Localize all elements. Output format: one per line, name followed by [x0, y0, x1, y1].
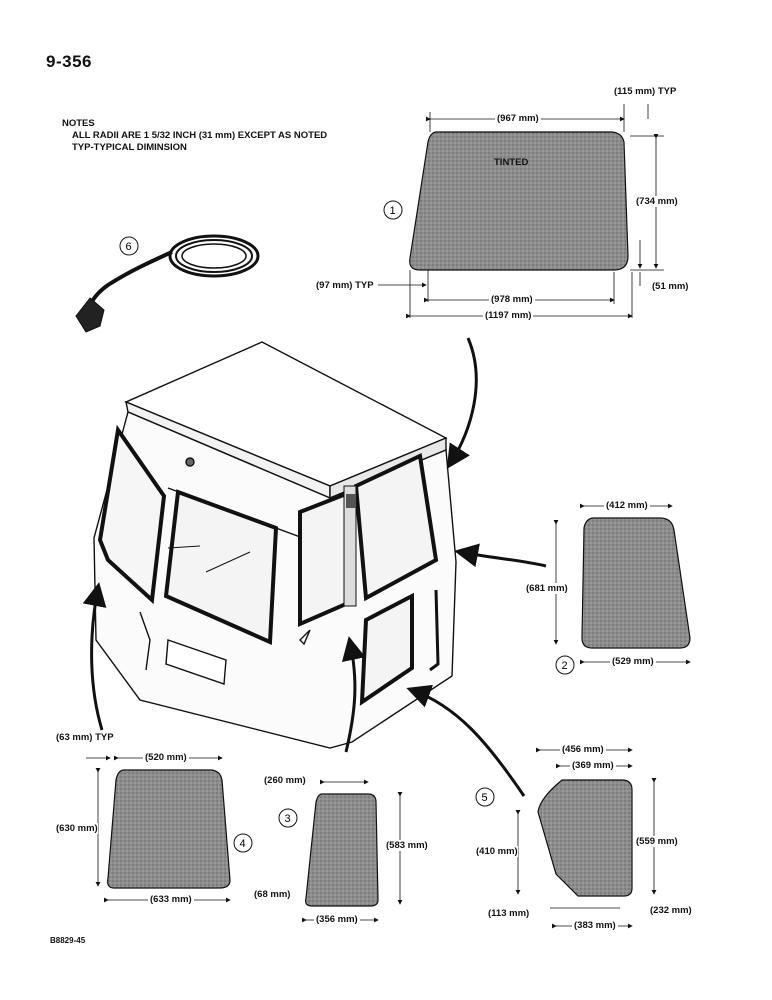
callout-3: 3 — [278, 808, 298, 828]
panel-2-height: (681 mm) — [526, 583, 568, 594]
panel-1-side-typ: (97 mm) TYP — [316, 280, 374, 291]
callout-1: 1 — [383, 200, 403, 220]
panel-1-radius-typ: (115 mm) TYP — [614, 86, 677, 97]
panel-5-glass — [537, 779, 633, 897]
panel-4-glass — [107, 769, 231, 889]
callout-4: 4 — [233, 833, 253, 853]
panel-2-side-glass — [553, 503, 691, 665]
panel-5-corner: (232 mm) — [650, 905, 692, 916]
panel-5-door-glass — [515, 747, 657, 929]
panel-1-corner: (51 mm) — [652, 281, 689, 292]
panel-1-windshield — [378, 104, 664, 319]
panel-2-bottom-width: (529 mm) — [610, 656, 656, 667]
notes-heading: NOTES — [62, 118, 95, 129]
panel-1-height: (734 mm) — [636, 196, 678, 207]
notes-line-typ: TYP-TYPICAL DIMINSION — [72, 142, 187, 153]
panel-4-typ: (63 mm) TYP — [56, 732, 114, 743]
svg-text:2: 2 — [562, 660, 568, 672]
panel-2-top-width: (412 mm) — [604, 500, 650, 511]
svg-text:6: 6 — [126, 241, 132, 253]
page-number: 9-356 — [46, 52, 92, 71]
panel-1-bottom-width: (978 mm) — [489, 294, 535, 305]
panel-3-top-width: (260 mm) — [264, 775, 306, 786]
notes-block: NOTES ALL RADII ARE 1 5/32 INCH (31 mm) … — [62, 118, 327, 154]
panel-4-bottom-width: (633 mm) — [148, 894, 194, 905]
cab-body — [93, 341, 457, 749]
panel-5-notch: (113 mm) — [488, 908, 530, 919]
callout-5: 5 — [475, 787, 495, 807]
panel-5-top-width: (369 mm) — [570, 760, 616, 771]
panel-5-height: (559 mm) — [636, 836, 678, 847]
svg-text:1: 1 — [390, 205, 396, 217]
svg-text:4: 4 — [240, 838, 246, 850]
panel-2-glass — [581, 517, 691, 649]
panel-4-corner: (68 mm) — [254, 889, 291, 900]
panel-1-glass — [409, 131, 629, 271]
panel-4-top-width: (520 mm) — [143, 752, 189, 763]
panel-1-top-width: (967 mm) — [495, 113, 541, 124]
panel-1-overall-width: (1197 mm) — [483, 310, 534, 321]
notes-line-radii: ALL RADII ARE 1 5/32 INCH (31 mm) EXCEPT… — [72, 130, 328, 141]
figure-code: B8829-45 — [50, 936, 86, 945]
callout-6: 6 — [119, 236, 139, 256]
svg-text:3: 3 — [285, 813, 291, 825]
panel-5-bottom-width: (383 mm) — [572, 920, 618, 931]
callout-2: 2 — [555, 655, 575, 675]
panel-5-left-height: (410 mm) — [476, 846, 518, 857]
panel-3-door-glass — [302, 779, 403, 923]
panel-3-height: (583 mm) — [386, 840, 428, 851]
panel-4-side-glass — [86, 755, 231, 903]
weatherstrip-seal-part — [75, 234, 260, 333]
panel-3-glass — [305, 793, 379, 907]
panel-5-overall-width: (456 mm) — [560, 744, 606, 755]
panel-1-tinted-label: TINTED — [494, 157, 529, 168]
svg-text:5: 5 — [482, 792, 488, 804]
panel-4-height: (630 mm) — [56, 823, 98, 834]
pointer-arrows — [82, 337, 547, 797]
panel-3-bottom-width: (356 mm) — [314, 914, 360, 925]
